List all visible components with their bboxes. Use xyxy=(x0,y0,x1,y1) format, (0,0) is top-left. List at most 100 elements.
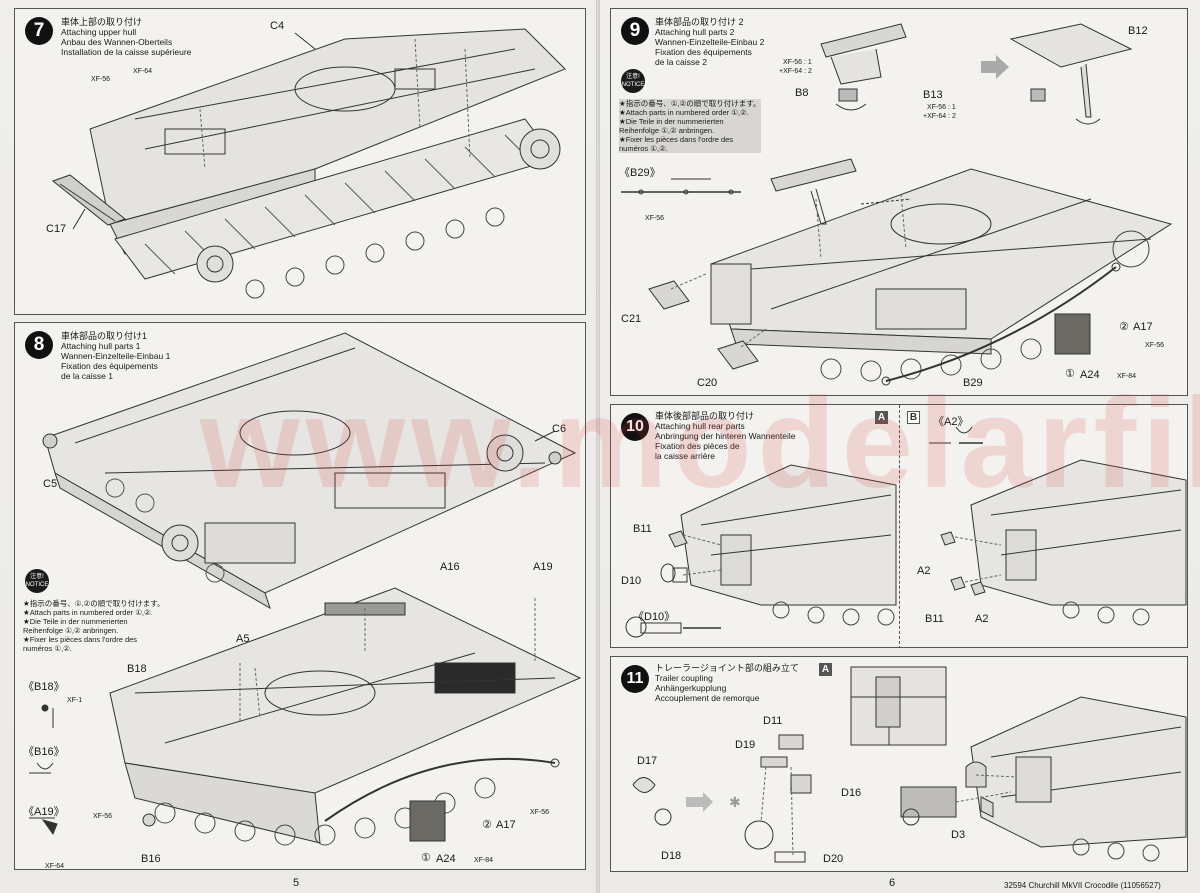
step-11-number: 11 xyxy=(621,665,649,693)
step-9-hull-drawing xyxy=(621,23,1173,386)
label-d3: D3 xyxy=(951,829,966,841)
step-10-variant-a: A xyxy=(875,411,888,424)
detail-b18: 《B18》 xyxy=(23,681,65,693)
step-8-notice-text: ★指示の番号、①,②の順で取り付けます。 ★Attach parts in nu… xyxy=(23,599,165,653)
step-10-number: 10 xyxy=(621,413,649,441)
detail-a2: 《A2》 xyxy=(933,416,969,428)
label-a17: A17 xyxy=(496,819,516,831)
label-circ2: ② xyxy=(482,819,492,831)
detail-a19: 《A19》 xyxy=(23,806,65,818)
mix-b13-1: XF-56 : 1 xyxy=(927,104,956,111)
label-a17-9: A17 xyxy=(1133,321,1153,333)
step-7-title-jp: 車体上部の取り付け xyxy=(61,17,143,27)
label-a5: A5 xyxy=(236,633,250,645)
step-9-notice-badge: 注意! NOTICE xyxy=(621,69,645,93)
label-c6: C6 xyxy=(552,423,567,435)
step-9-notice-text: ★指示の番号、①,②の順で取り付けます。 ★Attach parts in nu… xyxy=(619,99,761,153)
label-circ1: ① xyxy=(421,852,431,864)
label-c17: C17 xyxy=(46,223,67,235)
label-c20: C20 xyxy=(697,377,718,389)
step-8-title: 車体部品の取り付け1 Attaching hull parts 1 Wannen… xyxy=(61,331,170,381)
step-11-title-de: Anhängerkupplung xyxy=(655,683,727,693)
step-10-variant-b: B xyxy=(907,411,920,424)
step-8-panel: 8 車体部品の取り付け1 Attaching hull parts 1 Wann… xyxy=(14,322,586,870)
detail-d10: 《D10》 xyxy=(633,611,676,623)
label-xf56-9: XF-56 xyxy=(1145,342,1165,349)
label-d11: D11 xyxy=(763,715,783,727)
detail-b16: 《B16》 xyxy=(23,746,65,758)
label-xf1: XF-1 xyxy=(67,697,83,704)
step-10-title: 車体後部部品の取り付け Attaching hull rear parts An… xyxy=(655,411,796,461)
step-10-drawings xyxy=(625,426,1187,638)
label-xf56: XF-56 xyxy=(91,76,111,83)
step-10-title-jp: 車体後部部品の取り付け xyxy=(655,411,755,421)
label-xf64-a19: XF-64 xyxy=(45,863,65,870)
step-8-title-de: Wannen-Einzelteile-Einbau 1 xyxy=(61,351,171,361)
label-xf56: XF-56 xyxy=(530,809,550,816)
label-a2-b2: A2 xyxy=(975,613,989,625)
step-8-title-fr2: de la caisse 1 xyxy=(61,371,113,381)
step-11-panel: 11 トレーラージョイント部の組み立て Trailer coupling Anh… xyxy=(610,656,1188,872)
label-circ1-9: ① xyxy=(1065,368,1075,380)
label-d16: D16 xyxy=(841,787,862,799)
step-9-title: 車体部品の取り付け 2 Attaching hull parts 2 Wanne… xyxy=(655,17,764,67)
step-7-number: 7 xyxy=(25,17,53,45)
label-b29: B29 xyxy=(963,377,983,389)
step-10-title-en: Attaching hull rear parts xyxy=(655,421,745,431)
step-8-title-fr: Fixation des équipements xyxy=(61,361,158,371)
label-a19: A19 xyxy=(533,561,553,573)
label-b11-a: B11 xyxy=(633,523,652,535)
label-c5: C5 xyxy=(43,478,58,490)
step-10-title-de: Anbringung der hinteren Wannenteile xyxy=(655,431,796,441)
page-number-left: 5 xyxy=(293,877,300,889)
step-7-hull-drawing xyxy=(51,28,566,299)
step-9-title-fr2: de la caisse 2 xyxy=(655,57,707,67)
step-7-title-fr: Installation de la caisse supérieure xyxy=(61,47,192,57)
step-9-panel: 9 車体部品の取り付け 2 Attaching hull parts 2 Wan… xyxy=(610,8,1188,396)
mix-b8-1: XF-56 : 1 xyxy=(783,59,812,66)
page-spine xyxy=(596,0,600,893)
step-9-number: 9 xyxy=(621,17,649,45)
step-11-variant-a: A xyxy=(819,663,832,676)
step-11-title-en: Trailer coupling xyxy=(655,673,713,683)
step-9-title-jp: 車体部品の取り付け 2 xyxy=(655,17,744,27)
label-c21: C21 xyxy=(621,313,642,325)
step-10-panel: 10 車体後部部品の取り付け Attaching hull rear parts… xyxy=(610,404,1188,648)
label-b8: B8 xyxy=(795,87,809,99)
label-b18: B18 xyxy=(127,663,147,675)
label-d10: D10 xyxy=(621,575,642,587)
step-9-title-fr: Fixation des équipements xyxy=(655,47,752,57)
step-11-title-fr: Accouplement de remorque xyxy=(655,693,760,703)
label-d18: D18 xyxy=(661,850,682,862)
step-7-panel: 7 車体上部の取り付け Attaching upper hull Anbau d… xyxy=(14,8,586,315)
label-a2-b1: A2 xyxy=(917,565,931,577)
step-10-title-fr: Fixation des pièces de xyxy=(655,441,740,451)
step-8-title-jp: 車体部品の取り付け1 xyxy=(61,331,148,341)
step-7-title: 車体上部の取り付け Attaching upper hull Anbau des… xyxy=(61,17,191,57)
label-xf84-9: XF-84 xyxy=(1117,373,1137,380)
label-a24: A24 xyxy=(436,853,456,865)
step-11-drawings: ✱ xyxy=(632,666,1187,863)
step-9-title-en: Attaching hull parts 2 xyxy=(655,27,735,37)
label-b11-b: B11 xyxy=(925,613,944,625)
label-xf84: XF-84 xyxy=(474,857,494,864)
step-8-hull-drawing-top xyxy=(29,332,582,846)
label-xf64: XF-64 xyxy=(133,68,153,75)
svg-text:✱: ✱ xyxy=(729,794,741,810)
page-number-right: 6 xyxy=(889,877,896,889)
product-code: 32594 Churchill MkVII Crocodile (1105652… xyxy=(1004,881,1161,890)
label-d19: D19 xyxy=(735,739,756,751)
detail-b29: 《B29》 xyxy=(619,167,661,179)
label-d20: D20 xyxy=(823,853,844,865)
label-xf56-b29: XF-56 xyxy=(645,215,665,222)
step-7-title-de: Anbau des Wannen-Oberteils xyxy=(61,37,173,47)
step-11-title-jp: トレーラージョイント部の組み立て xyxy=(655,663,799,673)
step-8-number: 8 xyxy=(25,331,53,359)
step-10-title-fr2: la caisse arrière xyxy=(655,451,715,461)
label-a16: A16 xyxy=(440,561,460,573)
label-circ2-9: ② xyxy=(1119,321,1129,333)
label-a24-9: A24 xyxy=(1080,369,1100,381)
step-9-title-de: Wannen-Einzelteile-Einbau 2 xyxy=(655,37,765,47)
step-8-notice-badge: 注意! NOTICE xyxy=(25,569,49,593)
step-10-divider xyxy=(899,405,900,647)
